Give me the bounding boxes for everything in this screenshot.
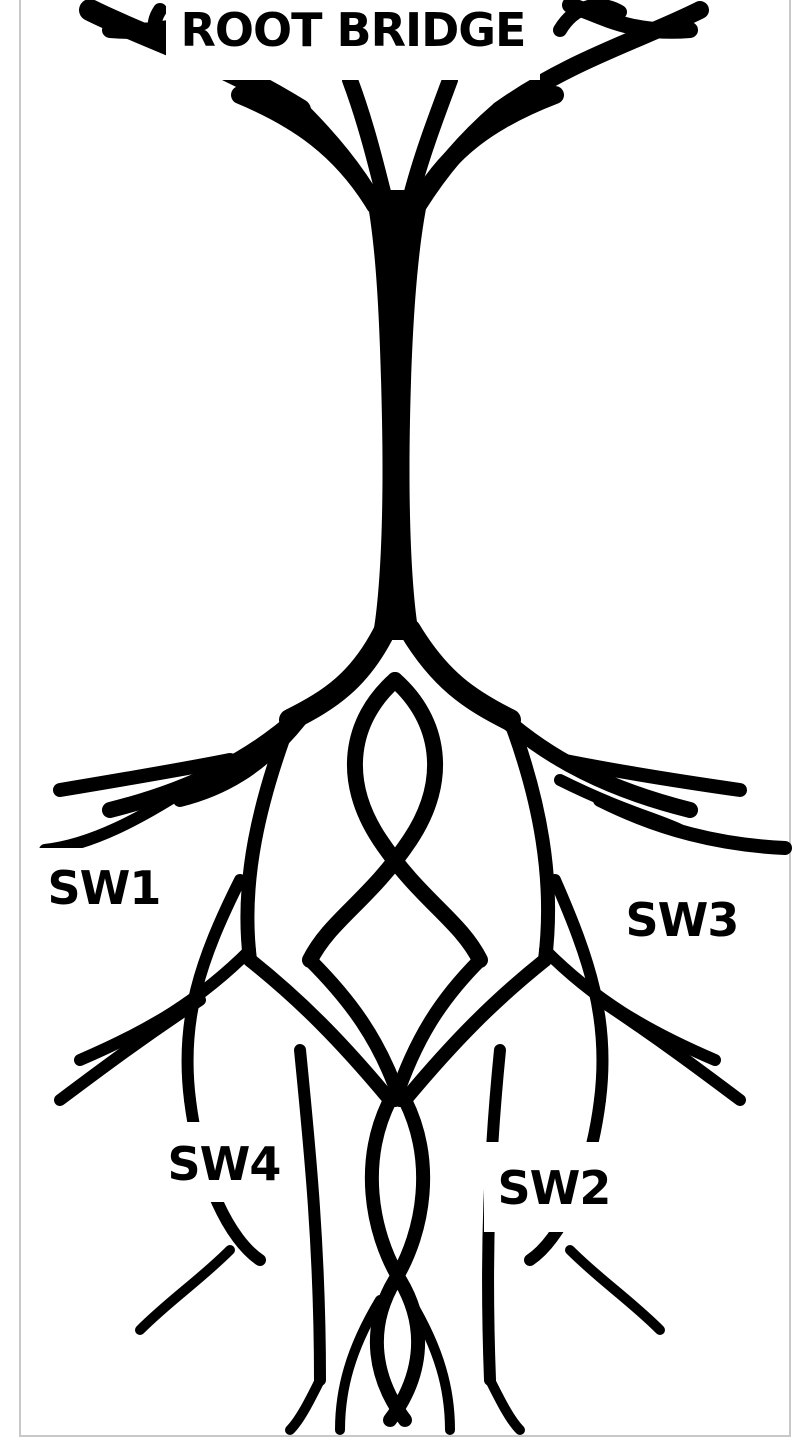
root-bridge-label: ROOT BRIDGE	[181, 3, 526, 57]
sw3-label: SW3	[626, 893, 739, 947]
sw1-label: SW1	[48, 861, 161, 915]
node-sw3: SW3	[622, 876, 738, 952]
tree-roots	[45, 630, 785, 1430]
sw4-label: SW4	[168, 1137, 281, 1191]
tree-trunk	[365, 190, 430, 640]
node-sw4: SW4	[150, 1122, 290, 1202]
sw2-label: SW2	[498, 1161, 611, 1215]
node-sw2: SW2	[484, 1142, 620, 1232]
node-root-bridge: ROOT BRIDGE	[166, 0, 540, 80]
node-sw1: SW1	[30, 848, 170, 930]
